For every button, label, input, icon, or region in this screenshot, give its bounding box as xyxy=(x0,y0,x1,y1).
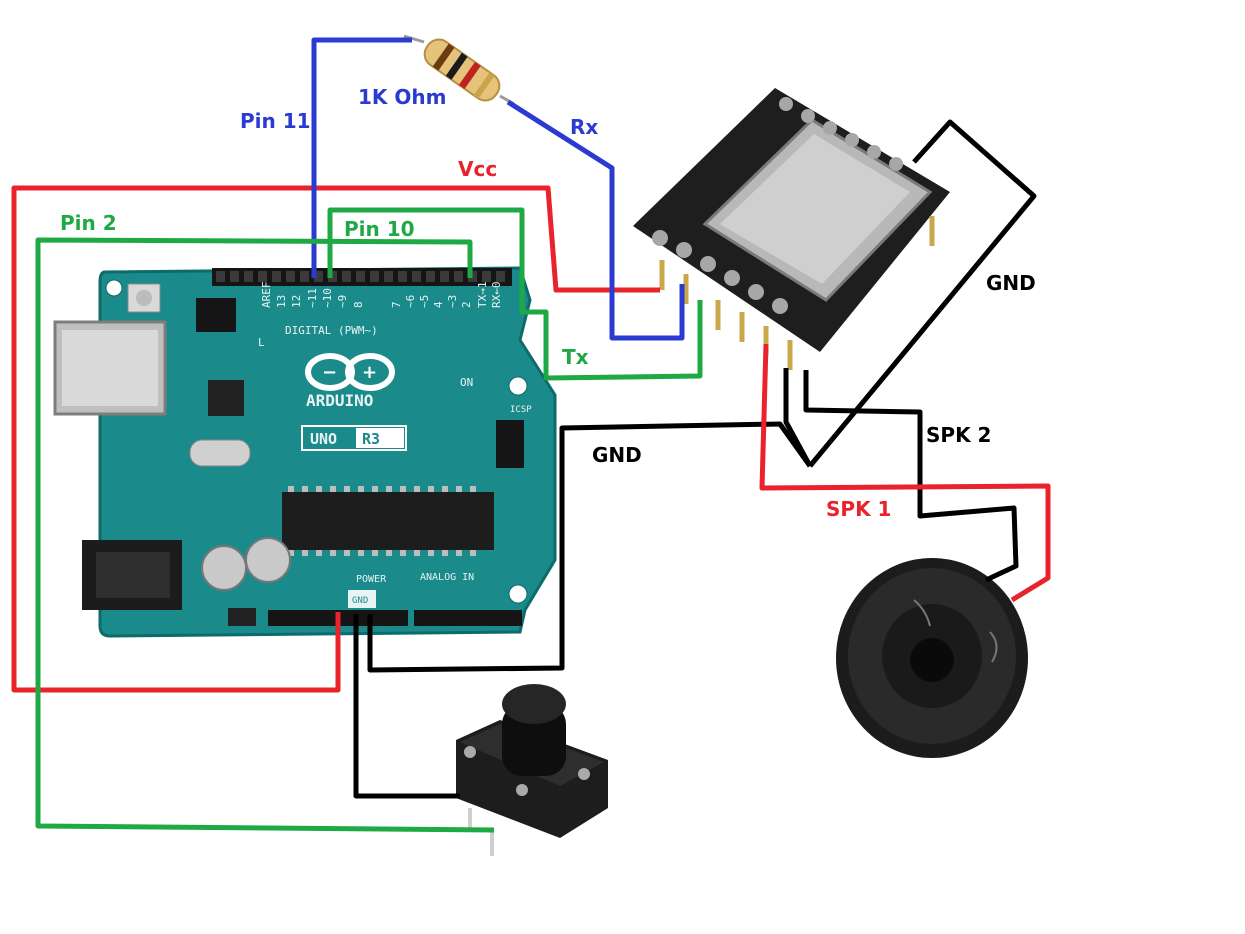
svg-text:TX→1: TX→1 xyxy=(476,282,489,309)
pin10-wire xyxy=(327,207,703,381)
svg-text:~3: ~3 xyxy=(446,295,459,308)
gnd-right-wire xyxy=(808,119,1037,468)
svg-text:7: 7 xyxy=(390,301,403,308)
gnd-mid-wire xyxy=(367,421,813,673)
svg-text:8: 8 xyxy=(352,301,365,308)
rx-label: Rx xyxy=(570,115,598,139)
svg-text:~9: ~9 xyxy=(336,295,349,308)
pin11-wire xyxy=(311,37,412,278)
spk2-wire xyxy=(803,370,1019,583)
rev-label: R3 xyxy=(362,430,380,448)
analog-label: ANALOG IN xyxy=(420,572,474,583)
spk2-label: SPK 2 xyxy=(926,423,991,447)
l-label: L xyxy=(258,336,265,349)
rx-wire xyxy=(506,99,685,341)
spk1-label: SPK 1 xyxy=(826,497,891,521)
vcc-label: Vcc xyxy=(458,157,497,181)
svg-text:12: 12 xyxy=(290,295,303,308)
svg-text:−: − xyxy=(322,362,337,383)
pin2-wire xyxy=(35,237,495,833)
svg-text:RX←0: RX←0 xyxy=(490,282,503,309)
gnd-right-label: GND xyxy=(986,271,1036,295)
push-button-icon xyxy=(456,684,608,856)
svg-text:AREF: AREF xyxy=(260,282,273,309)
speaker-icon xyxy=(836,558,1028,758)
svg-text:4: 4 xyxy=(432,301,445,308)
arduino-logo-icon: − + xyxy=(305,353,395,391)
ohm-label: 1K Ohm xyxy=(358,85,446,109)
pin2-label: Pin 2 xyxy=(60,211,117,235)
svg-text:~6: ~6 xyxy=(404,295,417,308)
svg-text:13: 13 xyxy=(275,295,288,308)
tx-label: Tx xyxy=(562,345,589,369)
pin11-label: Pin 11 xyxy=(240,109,311,133)
svg-text:2: 2 xyxy=(460,301,473,308)
spk1-wire xyxy=(759,343,1051,603)
svg-text:~11: ~11 xyxy=(306,288,319,308)
power-label: POWER xyxy=(356,574,387,585)
dfplayer-module-icon xyxy=(633,88,950,370)
vcc-wire xyxy=(11,185,660,693)
gnd-pin-label: GND xyxy=(352,596,368,606)
button-gnd-wire xyxy=(353,614,460,799)
gnd-mid-label: GND xyxy=(592,443,642,467)
brand-label: ARDUINO xyxy=(306,391,373,410)
svg-text:~10: ~10 xyxy=(321,288,334,308)
digital-label: DIGITAL (PWM~) xyxy=(285,324,378,337)
pin10-label: Pin 10 xyxy=(344,217,415,241)
icsp-label: ICSP xyxy=(510,405,532,415)
on-label: ON xyxy=(460,376,473,389)
gnd-module-wire xyxy=(783,368,813,468)
arduino-board-icon: AREF 13 12 ~11 ~10 ~9 8 7 ~6 ~5 4 ~3 2 T… xyxy=(53,266,557,638)
model-label: UNO xyxy=(310,430,337,448)
svg-text:~5: ~5 xyxy=(418,295,431,308)
svg-text:+: + xyxy=(362,362,377,383)
